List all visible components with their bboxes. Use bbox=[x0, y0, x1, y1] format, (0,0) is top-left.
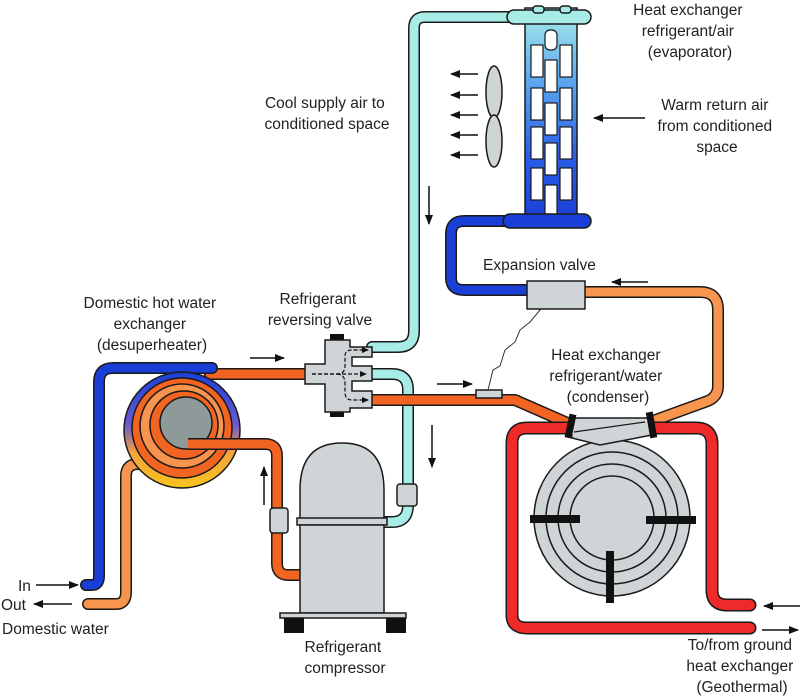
pipe-cool-supply-line bbox=[366, 11, 526, 353]
sensing-bulb bbox=[475, 299, 549, 399]
label-domestic-in: In bbox=[18, 578, 31, 595]
desuperheater bbox=[123, 371, 265, 489]
label-cool-supply-air: Cool supply air to conditioned space bbox=[265, 95, 390, 133]
label-compressor: Refrigerant compressor bbox=[305, 639, 386, 677]
flow-arrows bbox=[33, 70, 800, 634]
evaporator bbox=[502, 5, 592, 229]
label-warm-return-air: Warm return air from conditioned space bbox=[658, 97, 777, 156]
label-ground-heat-exchanger: To/from ground heat exchanger (Geotherma… bbox=[686, 637, 797, 696]
pipe-suction-line bbox=[366, 368, 414, 528]
pipe-domestic-water-in bbox=[80, 362, 218, 591]
label-domestic-out: Out bbox=[1, 597, 27, 614]
pipe-evaporator-return bbox=[445, 215, 536, 296]
label-expansion-valve: Expansion valve bbox=[483, 257, 596, 274]
condenser bbox=[530, 411, 696, 603]
pipe-domestic-water-out bbox=[82, 458, 184, 610]
expansion-valve bbox=[526, 280, 586, 310]
pipe-hot-gas-to-condenser bbox=[366, 394, 578, 431]
reversing-valve bbox=[304, 334, 373, 417]
pipe-liquid-line bbox=[579, 286, 724, 428]
label-reversing-valve: Refrigerant reversing valve bbox=[268, 291, 372, 329]
pipe-ground-loop bbox=[505, 421, 757, 635]
label-desuperheater: Domestic hot water exchanger (desuperhea… bbox=[84, 295, 221, 354]
label-evaporator: Heat exchanger refrigerant/air (evaporat… bbox=[633, 2, 747, 61]
compressor bbox=[269, 442, 418, 633]
fan bbox=[485, 65, 503, 168]
label-domestic-water: Domestic water bbox=[2, 621, 109, 638]
label-condenser: Heat exchanger refrigerant/water (conden… bbox=[549, 347, 666, 406]
